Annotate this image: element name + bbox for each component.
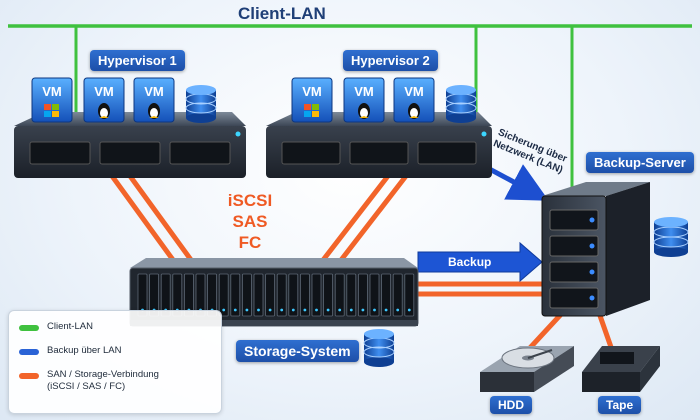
drive-bay [299, 273, 310, 317]
backup-server-database-icon [653, 217, 689, 257]
drive-bay [334, 273, 345, 317]
tape-label: Tape [598, 396, 642, 414]
drive-led [349, 308, 353, 312]
drive-bay [381, 273, 392, 317]
drive-bay [323, 273, 334, 317]
drive-led [222, 308, 226, 312]
backup-server-tower [541, 182, 650, 317]
drive-bay [218, 273, 229, 317]
drive-bay [404, 273, 415, 317]
hypervisor-2-title: Hypervisor 2 [343, 50, 438, 71]
drive-bay [265, 273, 276, 317]
drive-led [407, 308, 411, 312]
legend-swatch [19, 325, 39, 331]
hv2-vm-3: VM [393, 77, 435, 123]
tape-icon [582, 346, 660, 392]
legend-label: SAN / Storage-Verbindung (iSCSI / SAS / … [47, 369, 159, 392]
client-lan-bus [8, 24, 692, 200]
drive-bay [230, 273, 241, 317]
drive-led [384, 308, 388, 312]
vm-label: VM [42, 84, 62, 99]
drive-led [268, 308, 272, 312]
protocol-labels: iSCSI SAS FC [222, 190, 278, 253]
drive-led [257, 308, 260, 312]
drive-led [361, 308, 365, 312]
linux-tux-icon [408, 103, 420, 119]
san-links [109, 173, 615, 353]
legend-item-backup-lan: Backup über LAN [19, 345, 121, 357]
legend: Client-LAN Backup über LAN SAN / Storage… [8, 310, 222, 414]
legend-label: Client-LAN [47, 321, 93, 332]
vm-label: VM [354, 84, 374, 99]
hv1-vm-3: VM [133, 77, 175, 123]
drive-led [373, 308, 376, 312]
san-backup-arrow [417, 241, 543, 283]
drive-bay [288, 273, 299, 317]
drive-led [396, 308, 400, 312]
storage-system-title: Storage-System [236, 340, 359, 362]
hypervisor-2-database-icon [445, 85, 477, 123]
hdd-label: HDD [490, 396, 532, 414]
hypervisor-1-database-icon [185, 85, 217, 123]
hypervisor-1-title: Hypervisor 1 [90, 50, 185, 71]
drive-led [338, 308, 342, 312]
drive-bay [241, 273, 252, 317]
protocol-fc: FC [238, 233, 262, 252]
vm-label: VM [94, 84, 114, 99]
protocol-sas: SAS [232, 212, 268, 231]
hypervisor-1-vms: VM VM VM [31, 77, 175, 123]
hv1-vm-2: VM [83, 77, 125, 123]
drive-bay [369, 273, 380, 317]
linux-tux-icon [148, 103, 160, 119]
linux-tux-icon [358, 103, 370, 119]
legend-swatch [19, 373, 39, 379]
drive-bay [311, 273, 322, 317]
vm-label: VM [144, 84, 164, 99]
hdd-icon [480, 346, 574, 392]
drive-led [315, 308, 318, 312]
windows-logo-icon [304, 104, 319, 117]
vm-label: VM [404, 84, 424, 99]
client-lan-label: Client-LAN [238, 4, 326, 23]
drive-led [303, 308, 307, 312]
vm-label: VM [302, 84, 322, 99]
protocol-iscsi: iSCSI [227, 191, 273, 210]
windows-logo-icon [44, 104, 59, 117]
hypervisor-2-vms: VM VM VM [291, 77, 435, 123]
legend-label: Backup über LAN [47, 345, 122, 356]
linux-tux-icon [98, 103, 110, 119]
drive-bay [392, 273, 403, 317]
storage-database-icon [363, 329, 395, 367]
drive-led [326, 308, 330, 312]
drive-bay [357, 273, 368, 317]
drive-led [233, 308, 237, 312]
backup-server-title: Backup-Server [586, 152, 694, 173]
drive-led [291, 308, 295, 312]
legend-swatch [19, 349, 39, 355]
legend-item-client-lan: Client-LAN [19, 321, 93, 333]
legend-item-san: SAN / Storage-Verbindung (iSCSI / SAS / … [19, 369, 159, 393]
san-backup-label: Backup [448, 255, 492, 269]
drive-bay [346, 273, 357, 317]
hv2-vm-1: VM [291, 77, 333, 123]
drive-bay [253, 273, 264, 317]
drive-led [280, 308, 284, 312]
drive-led [245, 308, 249, 312]
drive-bay [276, 273, 287, 317]
hv2-vm-2: VM [343, 77, 385, 123]
hv1-vm-1: VM [31, 77, 73, 123]
